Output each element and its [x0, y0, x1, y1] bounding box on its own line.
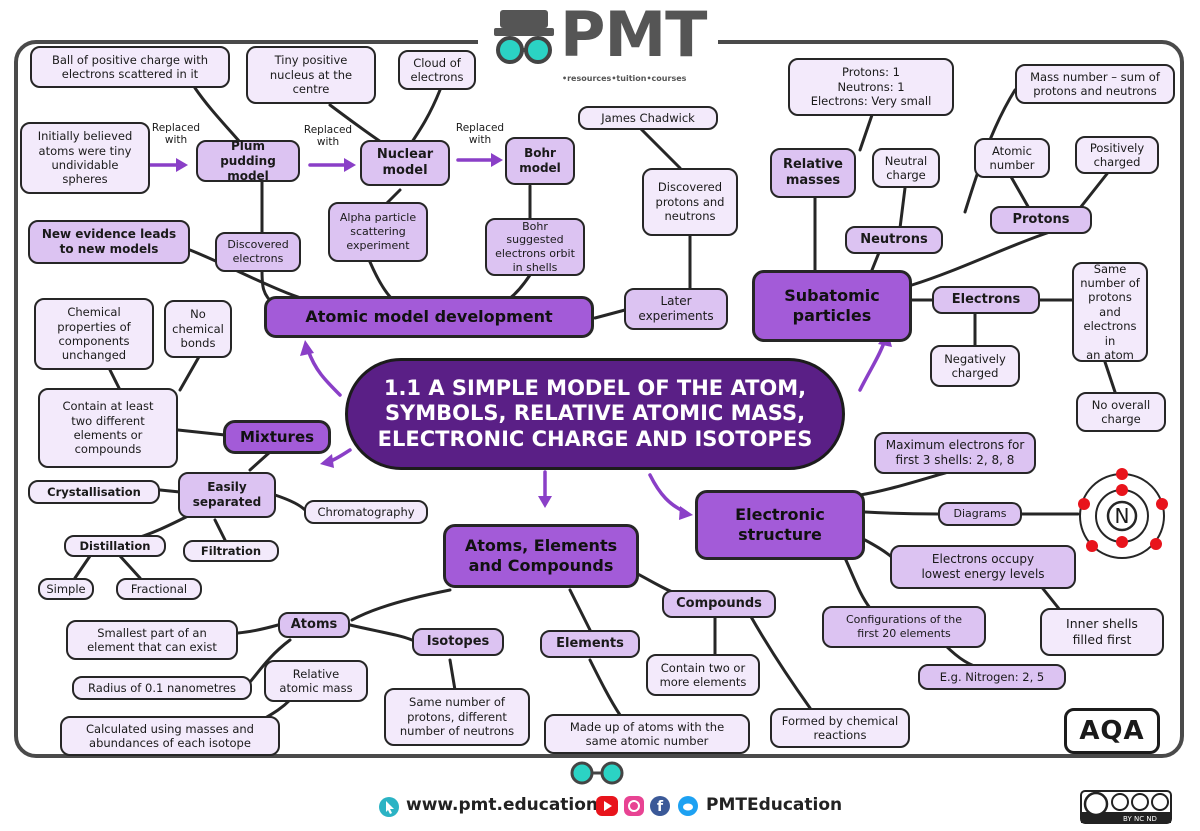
glasses-icon — [570, 761, 624, 785]
node-filtration: Filtration — [183, 540, 279, 562]
node-relative-atomic-mass: Relative atomic mass — [264, 660, 368, 702]
node-calculated-using-masses: Calculated using masses and abundances o… — [60, 716, 280, 756]
node-no-overall-charge: No overall charge — [1076, 392, 1166, 432]
node-nitrogen-example: E.g. Nitrogen: 2, 5 — [918, 664, 1066, 690]
node-alpha-particle-scattering: Alpha particle scattering experiment — [328, 202, 428, 262]
aqa-badge: AQA — [1064, 708, 1160, 754]
central-topic: 1.1 A SIMPLE MODEL OF THE ATOM, SYMBOLS,… — [345, 358, 845, 470]
node-cloud-of-electrons: Cloud of electrons — [398, 50, 476, 90]
svg-text:f: f — [657, 799, 664, 815]
social-handle-link[interactable]: PMTEducation — [706, 795, 843, 815]
pmt-logo-icon — [494, 10, 554, 64]
node-james-chadwick: James Chadwick — [578, 106, 718, 130]
license-text: BY NC ND — [1123, 815, 1157, 823]
node-bohr-suggested: Bohr suggested electrons orbit in shells — [485, 218, 585, 276]
node-plum-pudding-model: Plum pudding model — [196, 139, 300, 183]
node-simple: Simple — [38, 578, 94, 600]
creative-commons-license-icon[interactable]: BY NC ND — [1080, 790, 1172, 824]
node-atomic-number: Atomic number — [974, 138, 1050, 178]
replaced-with-label-1: Replaced with — [151, 122, 201, 147]
node-atoms: Atoms — [278, 612, 350, 638]
branch-electronic-structure: Electronic structure — [695, 490, 865, 560]
instagram-icon — [624, 796, 644, 816]
node-nuclear-model: Nuclear model — [360, 140, 450, 186]
node-negatively-charged: Negatively charged — [930, 345, 1020, 387]
node-no-chemical-bonds: No chemical bonds — [164, 300, 232, 358]
node-mass-number: Mass number – sum of protons and neutron… — [1015, 64, 1175, 104]
node-easily-separated: Easily separated — [178, 472, 276, 518]
node-initially-believed: Initially believed atoms were tiny undiv… — [20, 122, 150, 194]
node-bohr-model: Bohr model — [505, 137, 575, 185]
replaced-with-label-2: Replaced with — [303, 124, 353, 149]
node-compounds: Compounds — [662, 590, 776, 618]
node-positively-charged: Positively charged — [1075, 136, 1159, 174]
node-relative-masses: Relative masses — [770, 148, 856, 198]
cursor-icon — [379, 797, 399, 817]
node-new-evidence: New evidence leads to new models — [28, 220, 190, 264]
node-smallest-part: Smallest part of an element that can exi… — [66, 620, 238, 660]
node-neutrons: Neutrons — [845, 226, 943, 254]
logo-subtitle: •resources•tuition•courses — [562, 74, 687, 83]
node-same-number-protons-electrons: Same number of protons and electrons in … — [1072, 262, 1148, 362]
website-link[interactable]: www.pmt.education — [406, 795, 599, 815]
nucleus-symbol: N — [1115, 504, 1130, 528]
node-isotopes: Isotopes — [412, 628, 504, 656]
node-chemical-properties-unchanged: Chemical properties of components unchan… — [34, 298, 154, 370]
node-later-experiments: Later experiments — [624, 288, 728, 330]
node-discovered-protons-neutrons: Discovered protons and neutrons — [642, 168, 738, 236]
node-tiny-positive-nucleus: Tiny positive nucleus at the centre — [246, 46, 376, 104]
branch-atoms-elements-compounds: Atoms, Elements and Compounds — [443, 524, 639, 588]
social-icons: f — [596, 796, 698, 816]
footer: www.pmt.education f PMTEducation BY NC N… — [0, 761, 1200, 828]
logo-title: PMT — [560, 0, 707, 71]
node-lowest-energy-levels: Electrons occupy lowest energy levels — [890, 545, 1076, 589]
node-maximum-electrons: Maximum electrons for first 3 shells: 2,… — [874, 432, 1036, 474]
node-formed-by-reactions: Formed by chemical reactions — [770, 708, 910, 748]
node-radius: Radius of 0.1 nanometres — [72, 676, 252, 700]
node-chromatography: Chromatography — [304, 500, 428, 524]
branch-subatomic-particles: Subatomic particles — [752, 270, 912, 342]
node-electrons: Electrons — [932, 286, 1040, 314]
nitrogen-atom-diagram: N — [1078, 468, 1168, 559]
facebook-icon — [650, 796, 670, 816]
node-ball-of-positive-charge: Ball of positive charge with electrons s… — [30, 46, 230, 88]
node-elements: Elements — [540, 630, 640, 658]
node-same-number-of-protons: Same number of protons, different number… — [384, 688, 530, 746]
node-configurations: Configurations of the first 20 elements — [822, 606, 986, 648]
branch-atomic-model-development: Atomic model development — [264, 296, 594, 338]
node-contain-at-least-two: Contain at least two different elements … — [38, 388, 178, 468]
node-fractional: Fractional — [116, 578, 202, 600]
node-neutral-charge: Neutral charge — [872, 148, 940, 188]
replaced-with-label-3: Replaced with — [455, 122, 505, 147]
node-discovered-electrons: Discovered electrons — [215, 232, 301, 272]
node-diagrams: Diagrams — [938, 502, 1022, 526]
node-crystallisation: Crystallisation — [28, 480, 160, 504]
node-distillation: Distillation — [64, 535, 166, 557]
node-protons: Protons — [990, 206, 1092, 234]
branch-mixtures: Mixtures — [223, 420, 331, 454]
node-made-up-of-atoms: Made up of atoms with the same atomic nu… — [544, 714, 750, 754]
node-contain-two-or-more: Contain two or more elements — [646, 654, 760, 696]
node-relative-mass-values: Protons: 1 Neutrons: 1 Electrons: Very s… — [788, 58, 954, 116]
node-inner-shells-first: Inner shells filled first — [1040, 608, 1164, 656]
